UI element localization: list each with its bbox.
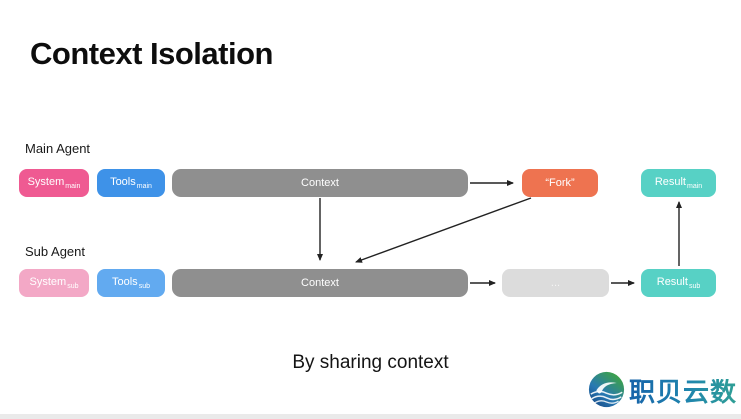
bottom-strip	[0, 414, 741, 419]
sub-context-box: Context	[172, 269, 468, 297]
main-system-label: System	[27, 175, 65, 188]
main-result-subscript: main	[687, 183, 703, 191]
main-agent-label: Main Agent	[25, 141, 91, 156]
sub-context-label: Context	[301, 277, 339, 289]
main-tools-box: Toolsmain	[97, 169, 165, 197]
main-tools-label: Tools	[110, 175, 136, 188]
fork-label: “Fork”	[545, 177, 575, 189]
sub-result-label: Result	[656, 275, 688, 288]
main-system-box: Systemmain	[19, 169, 89, 197]
caption: By sharing context	[292, 352, 449, 373]
sub-result-subscript: sub	[688, 283, 701, 291]
sub-result-box: Resultsub	[641, 269, 716, 297]
sub-system-box: Systemsub	[19, 269, 89, 297]
main-tools-subscript: main	[136, 183, 152, 191]
sub-placeholder-box: ...	[502, 269, 609, 297]
main-result-label: Result	[654, 175, 686, 188]
watermark-logo-icon	[588, 371, 625, 413]
sub-tools-box: Toolssub	[97, 269, 165, 297]
main-system-subscript: main	[65, 183, 81, 191]
main-result-box: Resultmain	[641, 169, 716, 197]
main-context-box: Context	[172, 169, 468, 197]
sub-agent-label: Sub Agent	[25, 244, 85, 259]
sub-tools-subscript: sub	[138, 283, 150, 291]
watermark-brand-text: 职贝云数	[628, 377, 737, 407]
sub-system-subscript: sub	[67, 283, 79, 291]
main-context-label: Context	[301, 177, 339, 189]
sub-system-label: System	[29, 275, 67, 288]
watermark: 职贝云数	[588, 371, 737, 413]
fork-box: “Fork”	[522, 169, 598, 197]
arrow-fork-to-subcontext	[355, 197, 532, 263]
sub-placeholder-label: ...	[550, 277, 561, 289]
sub-tools-label: Tools	[112, 275, 138, 288]
page-title: Context Isolation	[30, 36, 273, 71]
